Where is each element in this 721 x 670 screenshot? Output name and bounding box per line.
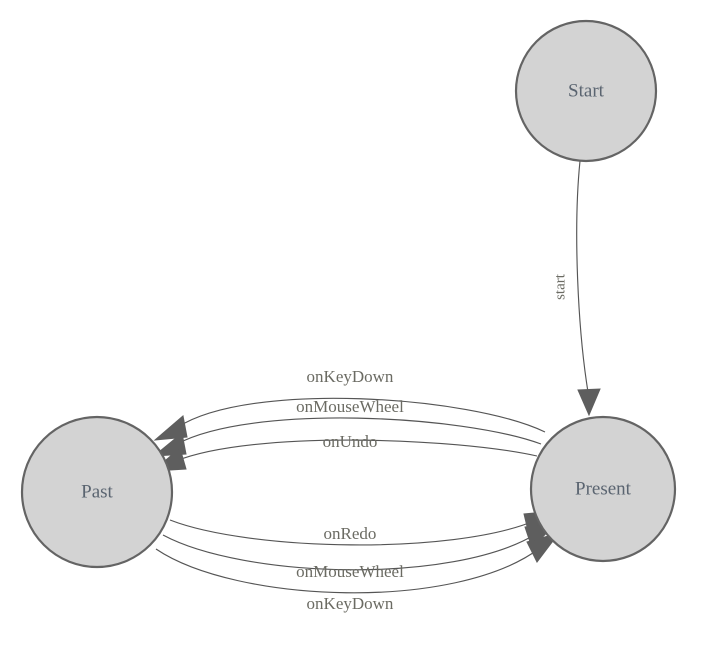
edge-present-to-past-onundo-path: [175, 439, 538, 462]
edge-present-to-past-onkeydown-label: onKeyDown: [307, 367, 394, 386]
node-past-label: Past: [81, 481, 113, 502]
edge-present-to-past-onmousewheel[interactable]: onMouseWheel: [152, 397, 542, 457]
edge-start-to-present[interactable]: start: [552, 160, 601, 417]
edge-past-to-present-onmousewheel-path: [162, 533, 537, 571]
node-present[interactable]: Present: [529, 415, 677, 563]
edge-past-to-present-onredo[interactable]: onRedo: [169, 510, 558, 546]
edge-start-to-present-path: [576, 160, 589, 393]
edge-start-to-present-label: start: [552, 273, 568, 300]
edge-past-to-present-onredo-path: [169, 519, 535, 546]
edge-present-to-past-onundo-label: onUndo: [323, 432, 378, 451]
edge-past-to-present-onmousewheel-label: onMouseWheel: [296, 562, 404, 581]
edge-start-to-present-arrowhead: [577, 388, 601, 417]
edge-past-to-present-onredo-label: onRedo: [324, 524, 377, 543]
node-start-circle: [514, 19, 658, 163]
edge-present-to-past-onundo[interactable]: onUndo: [151, 432, 538, 472]
node-start-label: Start: [568, 80, 605, 101]
node-start[interactable]: Start: [514, 19, 658, 163]
edge-present-to-past-onkeydown-path: [177, 397, 546, 433]
edge-present-to-past-onmousewheel-label: onMouseWheel: [296, 397, 404, 416]
edge-present-to-past-onkeydown-arrowhead: [153, 415, 188, 441]
edge-present-to-past-onkeydown[interactable]: onKeyDown: [153, 367, 546, 441]
node-past[interactable]: Past: [20, 415, 174, 569]
node-present-label: Present: [575, 478, 632, 499]
node-past-circle: [20, 415, 174, 569]
edge-past-to-present-onkeydown-label: onKeyDown: [307, 594, 394, 613]
edge-past-to-present-onkeydown-path: [155, 547, 541, 594]
node-present-circle: [529, 415, 677, 563]
edge-present-to-past-onmousewheel-path: [176, 417, 542, 445]
